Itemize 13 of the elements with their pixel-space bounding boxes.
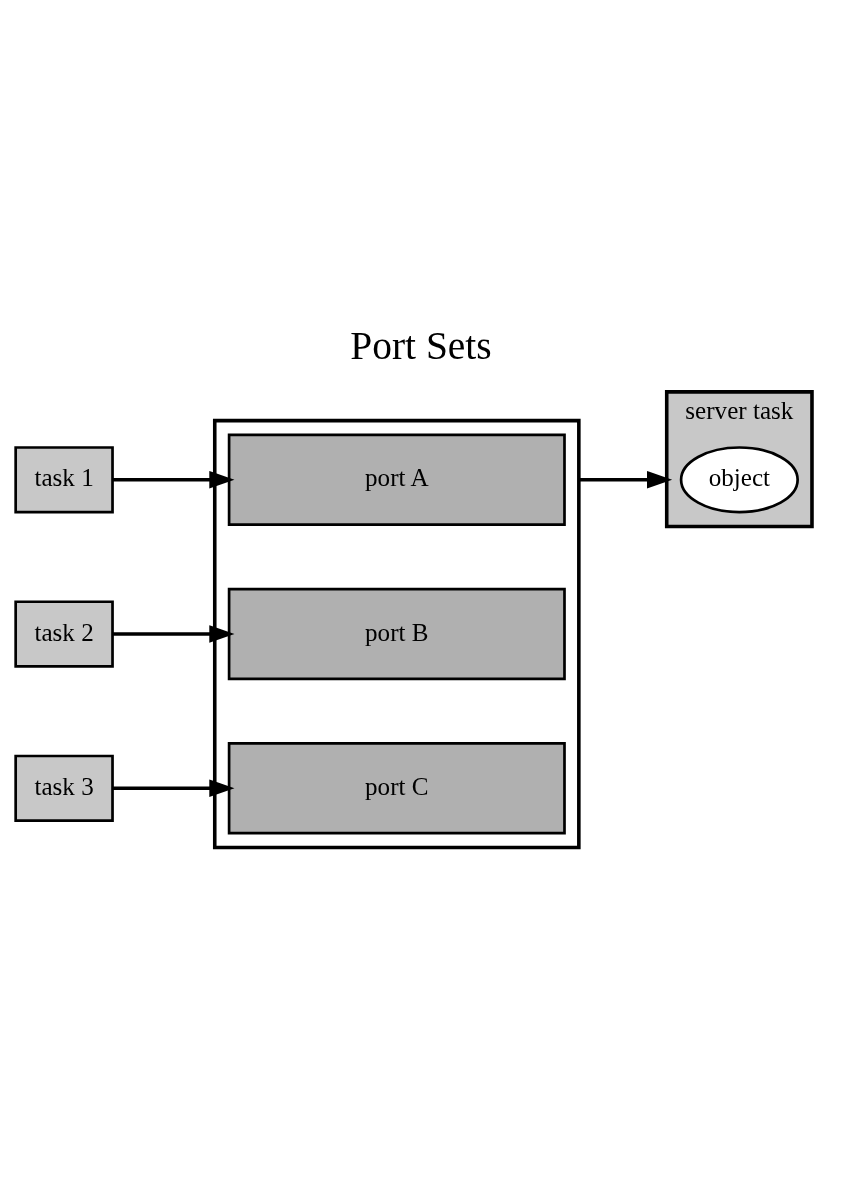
node-box: port C (227, 741, 566, 834)
node-box: port A (227, 433, 566, 526)
arrow (578, 470, 673, 489)
cluster (212, 418, 581, 849)
arrow (113, 470, 235, 489)
arrow (113, 624, 235, 643)
diagram-title: Port Sets (350, 323, 492, 368)
arrow (113, 778, 235, 797)
node-box: task 1 (14, 445, 114, 513)
node-box: task 3 (14, 754, 114, 822)
node-box: port B (227, 587, 566, 680)
node-box: task 2 (14, 599, 114, 668)
node-ellipse: object (679, 445, 799, 513)
